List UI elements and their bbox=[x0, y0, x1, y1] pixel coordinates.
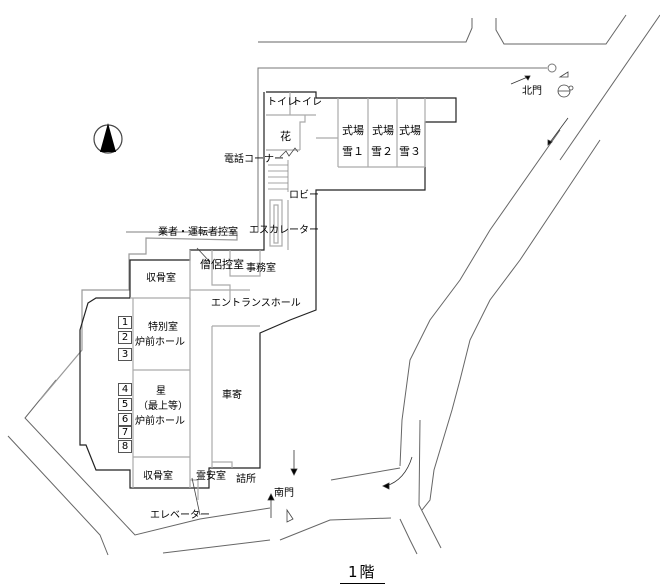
south-gate-label: 南門 bbox=[274, 488, 294, 499]
special-room-label: 特別室 bbox=[148, 322, 178, 333]
toilet-2-label: トイレ bbox=[292, 97, 322, 108]
furnace-7: 7 bbox=[118, 426, 132, 439]
ceremony-hall-1-name: 雪１ bbox=[342, 145, 364, 158]
road-west-outer bbox=[24, 379, 271, 536]
road-east-inner bbox=[421, 139, 601, 511]
ceremony-hall-1-label: 式場 bbox=[342, 124, 364, 137]
floor-title: 1階 bbox=[340, 561, 385, 584]
ceremony-hall-2-name: 雪２ bbox=[371, 145, 393, 158]
ceremony-hall-3-name: 雪３ bbox=[399, 145, 421, 158]
road-south-curve bbox=[399, 518, 418, 555]
road-south-mid bbox=[279, 517, 392, 541]
star-room-label: 星 bbox=[156, 386, 166, 397]
road-east-inner2 bbox=[399, 129, 561, 467]
bone-room-top-label: 収骨室 bbox=[146, 273, 176, 284]
bone-room-bottom-label: 収骨室 bbox=[143, 471, 173, 482]
monk-waiting-room-label: 僧侶控室 bbox=[200, 258, 244, 271]
road-south-top bbox=[330, 467, 401, 481]
furnace-3: 3 bbox=[118, 348, 132, 361]
mortuary-label: 霊安室 bbox=[196, 471, 226, 482]
furnace-2: 2 bbox=[118, 331, 132, 344]
road-se bbox=[418, 419, 442, 549]
star-furnace-hall-label: 炉前ホール bbox=[135, 416, 185, 427]
guard-room-label: 詰所 bbox=[236, 474, 256, 485]
office-label: 事務室 bbox=[246, 263, 276, 274]
ceremony-hall-2-label: 式場 bbox=[372, 124, 394, 137]
furnace-4: 4 bbox=[118, 383, 132, 396]
flower-room-label: 花 bbox=[280, 130, 291, 143]
furnace-8: 8 bbox=[118, 440, 132, 453]
phone-corner-label: 電話コーナー bbox=[224, 154, 284, 165]
elevator-label: エレベーター bbox=[150, 510, 210, 521]
road-north-left bbox=[258, 18, 473, 43]
lobby-label: ロビー bbox=[289, 190, 319, 201]
car-porch-label: 車寄 bbox=[222, 390, 242, 401]
furnace-6: 6 bbox=[118, 413, 132, 426]
road-west-inner bbox=[7, 435, 109, 556]
special-furnace-hall-label: 炉前ホール bbox=[135, 337, 185, 348]
road-south-left bbox=[162, 539, 271, 554]
furnace-5: 5 bbox=[118, 398, 132, 411]
ceremony-hall-3-label: 式場 bbox=[399, 124, 421, 137]
north-gate-label: 北門 bbox=[522, 86, 542, 97]
north-arrow-icon bbox=[100, 123, 116, 152]
driver-waiting-room-label: 業者・運転者控室 bbox=[158, 227, 238, 238]
star-room-grade-label: （最上等） bbox=[138, 401, 188, 412]
road-east-outer bbox=[559, 14, 660, 161]
toilet-1-label: トイレ bbox=[267, 97, 297, 108]
road-north-right bbox=[495, 14, 627, 45]
entrance-hall-label: エントランスホール bbox=[211, 298, 301, 309]
escalator-label: エスカレーター bbox=[249, 225, 319, 236]
furnace-1: 1 bbox=[118, 316, 132, 329]
